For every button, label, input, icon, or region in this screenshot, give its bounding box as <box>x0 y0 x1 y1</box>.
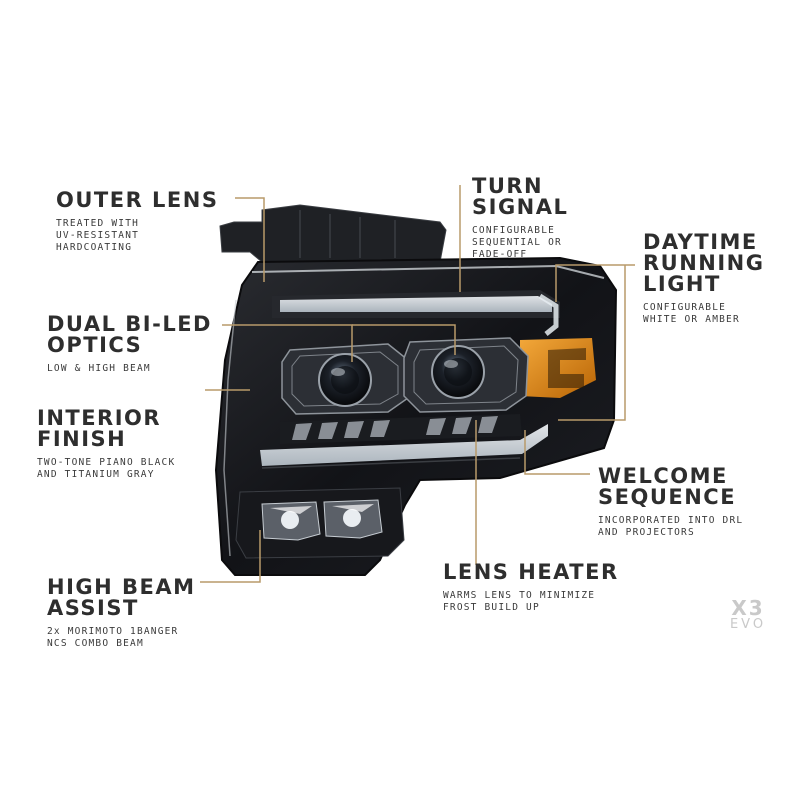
brand-edition: EVO <box>729 617 767 632</box>
leader-lines <box>200 185 635 583</box>
lens-heater-title: LENS HEATER <box>443 560 619 584</box>
callout-outer-lens: OUTER LENS TREATED WITH UV-RESISTANT HAR… <box>56 190 218 254</box>
amber-turn-signal <box>520 338 596 398</box>
brand-logo: X3 EVO <box>724 598 772 632</box>
projector-lenses <box>318 345 485 407</box>
callout-dual-bi-led-optics: DUAL BI-LED OPTICS LOW & HIGH BEAM <box>47 314 212 375</box>
welcome-sequence-desc: INCORPORATED INTO DRL AND PROJECTORS <box>598 515 744 538</box>
outer-lens-title: OUTER LENS <box>56 188 219 212</box>
callout-high-beam-assist: HIGH BEAM ASSIST 2x MORIMOTO 1BANGER NCS… <box>47 577 196 650</box>
callout-daytime-running-light: DAYTIME RUNNING LIGHT CONFIGURABLE WHITE… <box>643 232 765 326</box>
turn-signal-desc: CONFIGURABLE SEQUENTIAL OR FADE-OFF <box>472 225 562 260</box>
daytime-running-light-title: DAYTIME RUNNING LIGHT <box>643 230 765 296</box>
mounting-bracket <box>219 204 447 263</box>
turn-signal-title: TURN SIGNAL <box>472 174 569 219</box>
upper-drl-bar <box>272 290 560 336</box>
reflector-teeth <box>280 414 522 444</box>
callout-welcome-sequence: WELCOME SEQUENCE INCORPORATED INTO DRL A… <box>598 466 743 539</box>
dual-bi-led-optics-title: DUAL BI-LED OPTICS <box>47 312 212 357</box>
high-beam-assist-desc: 2x MORIMOTO 1BANGER NCS COMBO BEAM <box>47 626 179 649</box>
dual-bi-led-optics-desc: LOW & HIGH BEAM <box>47 363 151 374</box>
callout-turn-signal: TURN SIGNAL CONFIGURABLE SEQUENTIAL OR F… <box>472 176 568 261</box>
callout-interior-finish: INTERIOR FINISH TWO-TONE PIANO BLACK AND… <box>37 408 175 481</box>
welcome-sequence-title: WELCOME SEQUENCE <box>598 464 737 509</box>
high-beam-assist-title: HIGH BEAM ASSIST <box>47 575 196 620</box>
interior-finish-title: INTERIOR FINISH <box>37 406 162 451</box>
interior-finish-desc: TWO-TONE PIANO BLACK AND TITANIUM GRAY <box>37 457 176 480</box>
lens-heater-desc: WARMS LENS TO MINIMIZE FROST BUILD UP <box>443 590 596 613</box>
callout-lens-heater: LENS HEATER WARMS LENS TO MINIMIZE FROST… <box>443 562 619 614</box>
daytime-running-light-desc: CONFIGURABLE WHITE OR AMBER <box>643 302 740 325</box>
high-beam-modules <box>235 487 405 559</box>
outer-lens-desc: TREATED WITH UV-RESISTANT HARDCOATING <box>56 218 140 253</box>
brand-model: X3 <box>731 596 765 620</box>
